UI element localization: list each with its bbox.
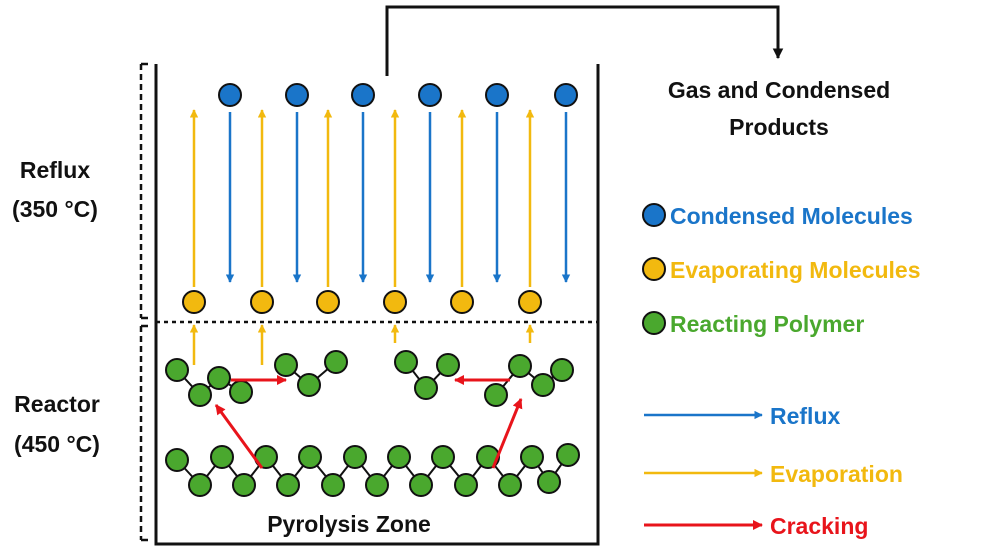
condensed-molecule: [351, 83, 375, 107]
legend-reacting-marker: [642, 311, 666, 335]
evaporation-arrows: [189, 109, 535, 365]
evaporating-molecules: [182, 290, 542, 314]
legend-cracking-label: Cracking: [770, 513, 868, 539]
cracking-arrows: [214, 374, 523, 469]
condensed-molecule: [285, 83, 309, 107]
legend-evaporating-label: Evaporating Molecules: [670, 257, 921, 283]
condensed-molecule: [418, 83, 442, 107]
vessel-outline: [154, 64, 600, 546]
evaporating-molecule: [383, 290, 407, 314]
reactor-temp-label: (450 °C): [14, 431, 100, 457]
cracking-arrow: [214, 404, 264, 469]
evaporating-molecule: [518, 290, 542, 314]
condensed-molecule: [554, 83, 578, 107]
output-label-line2: Products: [729, 114, 829, 140]
legend-markers: Condensed Molecules Evaporating Molecule…: [642, 203, 921, 337]
legend-evaporation-label: Evaporation: [770, 461, 903, 487]
reflux-zone-label: Reflux: [20, 157, 91, 183]
legend-evaporating-marker: [642, 257, 666, 281]
evaporating-molecule: [450, 290, 474, 314]
legend-reflux-label: Reflux: [770, 403, 841, 429]
legend-reacting-label: Reacting Polymer: [670, 311, 864, 337]
condensed-molecule: [485, 83, 509, 107]
evaporating-molecule: [182, 290, 206, 314]
condensed-molecules: [218, 83, 578, 107]
pyrolysis-zone-label: Pyrolysis Zone: [267, 511, 431, 537]
output-pipe-arrow: [385, 5, 784, 76]
reactor-zone-label: Reactor: [14, 391, 100, 417]
legend-condensed-label: Condensed Molecules: [670, 203, 913, 229]
evaporating-molecule: [316, 290, 340, 314]
cracking-arrow: [491, 398, 523, 469]
reacting-polymer-atoms: [165, 350, 580, 497]
reactor-zone-bracket: [139, 324, 148, 542]
reflux-arrows: [225, 112, 571, 283]
reflux-zone-bracket: [139, 62, 148, 320]
condensed-molecule: [218, 83, 242, 107]
reflux-temp-label: (350 °C): [12, 196, 98, 222]
legend-arrows: Reflux Evaporation Cracking: [644, 403, 903, 539]
legend-condensed-marker: [642, 203, 666, 227]
evaporating-molecule: [250, 290, 274, 314]
output-label-line1: Gas and Condensed: [668, 77, 890, 103]
